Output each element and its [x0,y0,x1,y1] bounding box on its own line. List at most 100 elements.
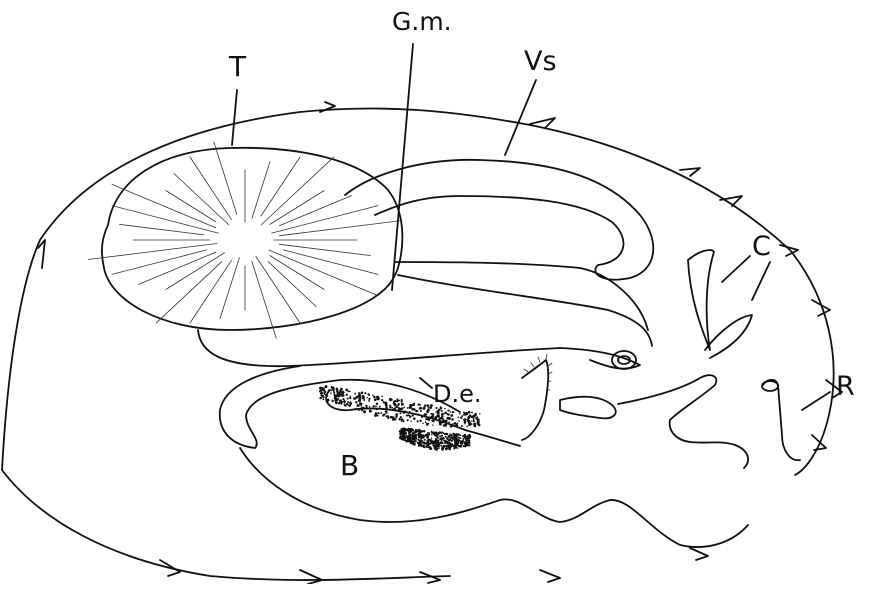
stipple-dot [464,418,467,421]
label-R: R [836,371,855,402]
stipple-dot [450,425,453,428]
stipple-dot [417,442,419,444]
stipple-dot [375,412,378,415]
stipple-dot [435,445,438,448]
stipple-dot [414,437,417,440]
stipple-dot [460,437,462,439]
stipple-dot [463,435,465,437]
stipple-dot [398,407,400,409]
stipple-dot [361,405,363,407]
stipple-dot [401,421,402,422]
stipple-dot [448,410,450,412]
stipple-dot [377,397,380,400]
stipple-dot [337,393,340,396]
striation-line [272,206,378,234]
stipple-dot [349,401,351,403]
leader-C-2 [752,262,770,300]
stipple-dot [445,420,448,423]
hair-tuft-bottom-4 [540,570,560,582]
stipple-dot [402,429,405,432]
stipple-dot [343,392,345,394]
stipple-dot [432,420,435,423]
hair-tuft-bottom-2 [300,570,322,584]
stipple-dot [479,413,480,414]
striation-line [268,262,316,307]
stipple-dot [423,407,426,410]
stipple-dot [428,433,430,435]
stipple-dot [449,433,451,435]
stipple-dot [431,415,434,418]
stipple-dot [345,389,348,392]
stipple-dot [442,432,444,434]
stipple-dot [438,409,441,412]
stipple-dot [368,398,370,400]
stipple-dot [445,436,447,438]
stipple-dot [369,410,372,413]
stipple-dot [409,441,411,443]
stipple-dot [441,434,443,436]
striation-line [156,262,222,324]
stipple-dot [427,409,430,412]
stipple-dot [394,409,396,411]
hair-tuft-right-1 [680,168,700,176]
stipple-dot [417,420,419,422]
stipple-dot [461,415,463,417]
stipple-dot [420,410,422,412]
striation-line [190,260,232,323]
stipple-dot [335,401,338,404]
stipple-dot [424,439,426,441]
stipple-dot [466,413,468,415]
stipple-dot [412,429,413,430]
stipple-dot [367,397,368,398]
testis-outline [102,148,402,330]
stipple-dot [426,404,429,407]
stipple-dot [377,415,379,417]
stipple-dot [426,436,429,439]
stipple-dot [328,399,330,401]
stipple-dot [385,407,388,410]
stipple-dot [458,437,460,439]
stipple-dot [466,425,468,427]
stipple-dot [387,417,389,419]
stipple-dot [346,394,348,396]
stipple-dot [375,398,377,400]
striation-line [280,244,371,255]
stipple-dot [457,447,458,448]
label-C: C [752,231,771,262]
vesicula-seminalis [345,160,653,280]
stipple-dot [415,434,417,436]
stipple-dot [364,392,366,394]
stipple-dot [450,411,452,413]
stipple-dot [429,447,432,450]
stipple-dot [452,423,454,425]
stipple-dot [442,419,444,421]
stipple-dot [461,425,463,427]
stipple-dot [323,396,325,398]
clasper-lower [705,315,752,358]
stipple-dot [419,407,422,410]
stipple-dot [438,432,440,434]
hair-tuft-bottom-5 [690,548,708,560]
leader-De [420,378,432,388]
stipple-dot [441,449,443,451]
stipple-dot [430,405,432,407]
lower-right-structure [560,397,616,419]
stipple-dot [409,415,412,418]
stipple-dot [389,406,391,408]
stipple-dot [404,406,405,407]
striation-line [214,142,237,215]
stipple-dot [427,423,429,425]
stipple-dot [456,424,459,427]
stipple-dot [427,439,430,442]
stipple-dot [347,398,349,400]
stipple-dot [442,437,445,440]
stipple-dot [431,442,434,445]
stipple-dot [341,401,343,403]
stipple-dot [420,434,423,437]
stipple-dot [477,422,480,425]
stipple-dot [415,429,417,431]
stipple-dot [474,414,476,416]
stipple-dot [457,423,459,425]
stipple-dot [435,432,438,435]
